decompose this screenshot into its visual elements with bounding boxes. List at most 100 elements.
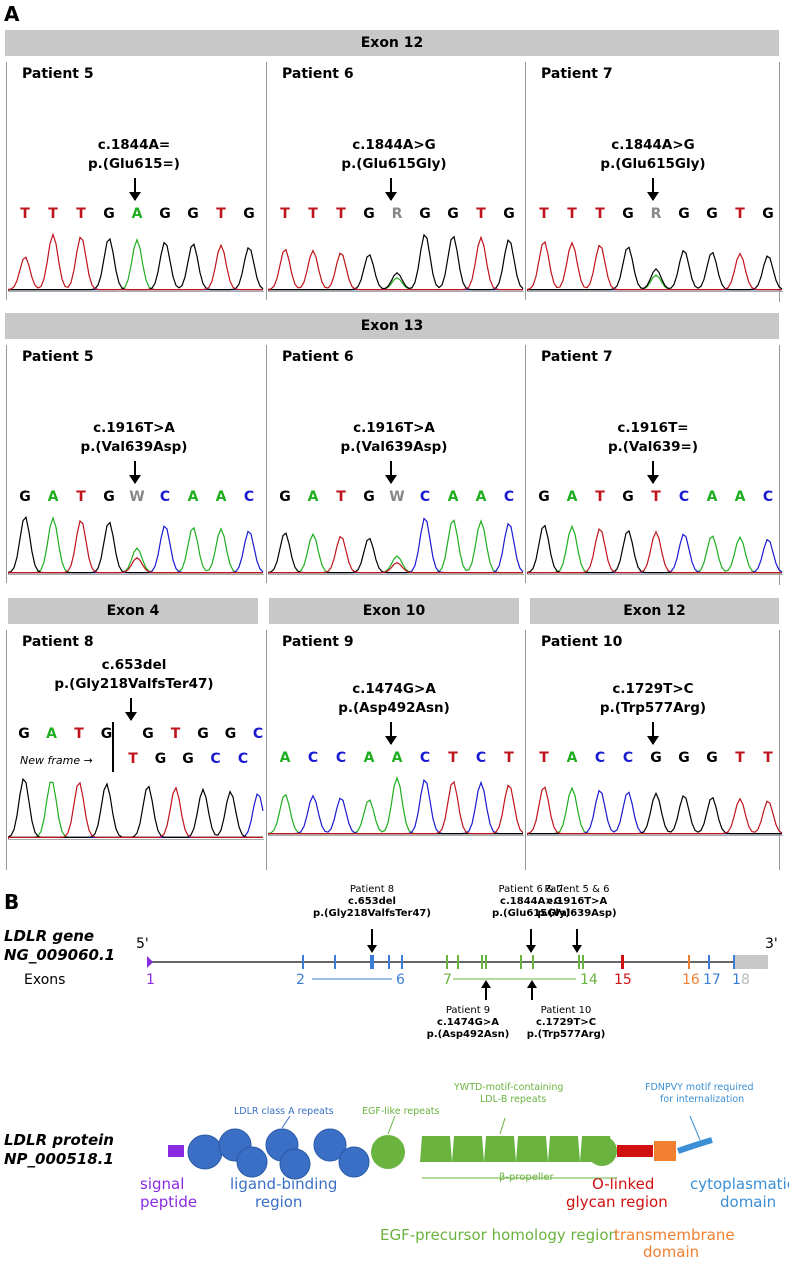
patient-label: Patient 5: [22, 66, 94, 82]
mutation-protein: p.(Val639=): [607, 439, 699, 455]
cell-divider: [525, 630, 526, 870]
base-call: C: [335, 750, 347, 766]
base-call: T: [539, 206, 549, 222]
mutation-cdna: c.1729T>C: [612, 681, 694, 697]
base-call: G: [243, 206, 255, 222]
base-call: G: [182, 751, 194, 767]
base-call: A: [566, 489, 578, 505]
five-prime-label: 5': [136, 936, 149, 952]
base-call: G: [103, 489, 115, 505]
annotation-internalization: for internalization: [660, 1094, 745, 1105]
exon-number: 2: [296, 972, 305, 988]
base-call: T: [216, 206, 226, 222]
base-call: T: [74, 726, 84, 742]
down-arrow-icon: [647, 461, 659, 484]
base-call: T: [651, 489, 661, 505]
transmembrane-label-2: domain: [643, 1243, 700, 1261]
base-call: C: [159, 489, 171, 505]
mutation-cdna: c.1844A>G: [611, 137, 695, 153]
mutation-cdna: c.653del: [101, 657, 167, 673]
base-call: G: [447, 206, 459, 222]
exon-header: Exon 12: [5, 30, 779, 56]
mutation-protein: p.(Trp577Arg): [599, 700, 707, 716]
cytoplasmatic-label-2: domain: [720, 1193, 777, 1211]
cell-divider: [266, 630, 267, 870]
base-call: A: [307, 489, 319, 505]
mutation-cdna: c.1916T=: [617, 420, 689, 436]
down-arrow-icon: [647, 722, 659, 745]
annotation-cdna: c.1729T>C: [535, 1017, 597, 1028]
base-call: W: [389, 489, 405, 505]
base-call: G: [142, 726, 154, 742]
base-call: T: [595, 206, 605, 222]
exon-number: 14: [580, 972, 598, 988]
base-call: T: [448, 750, 458, 766]
cell-divider: [779, 62, 780, 302]
base-call: A: [566, 750, 578, 766]
chromatogram-trace: [8, 232, 264, 292]
exon-header: Exon 4: [8, 598, 258, 624]
base-call: G: [678, 750, 690, 766]
mutation-protein: p.(Glu615=): [88, 156, 180, 172]
down-arrow-icon: [385, 461, 397, 484]
base-call: G: [678, 206, 690, 222]
base-call: T: [336, 206, 346, 222]
cell-divider: [6, 345, 7, 583]
base-call: G: [419, 206, 431, 222]
chromatogram-trace: [527, 524, 783, 575]
base-call: T: [504, 750, 514, 766]
chromatogram-trace: [527, 786, 783, 836]
base-call: C: [503, 489, 515, 505]
annotation-protein: p.(Glu615Gly): [492, 908, 570, 919]
base-call: W: [129, 489, 145, 505]
mutation-protein: p.(Asp492Asn): [338, 700, 450, 716]
exon-number: 7: [443, 972, 452, 988]
base-call: G: [762, 206, 774, 222]
base-call: G: [363, 489, 375, 505]
exon-number: 6: [396, 972, 405, 988]
exon-header: Exon 12: [530, 598, 779, 624]
base-call: C: [210, 751, 221, 767]
base-call: G: [224, 726, 237, 742]
exon-number: 15: [614, 972, 632, 988]
o-linked-label: O-linked: [592, 1175, 655, 1193]
panel-a-label: A: [4, 2, 20, 26]
base-call: A: [215, 489, 227, 505]
base-call: G: [103, 206, 115, 222]
base-call: A: [131, 206, 143, 222]
annotation-egf: EGF-like repeats: [362, 1106, 440, 1117]
base-call: C: [237, 751, 249, 767]
base-call: T: [128, 751, 138, 767]
down-arrow-icon: [385, 722, 397, 745]
annotation-cdna: c.1844A>G: [500, 896, 562, 907]
down-arrow-icon: [129, 178, 141, 201]
exons-label: Exons: [24, 972, 66, 988]
base-call: T: [308, 206, 318, 222]
base-call: G: [100, 726, 113, 742]
base-call: T: [735, 750, 745, 766]
base-call: C: [475, 750, 487, 766]
base-call: G: [279, 489, 291, 505]
base-call: A: [363, 750, 375, 766]
base-call: T: [170, 726, 181, 742]
exon-number: 1: [146, 972, 155, 988]
base-call: A: [447, 489, 459, 505]
annotation-protein: p.(Val639Asp): [537, 908, 617, 919]
annotation-patient: Patient 5 & 6: [544, 884, 610, 895]
mutation-cdna: c.1844A=: [97, 137, 171, 153]
base-call: C: [307, 750, 319, 766]
mutation-protein: p.(Glu615Gly): [341, 156, 447, 172]
base-call: C: [243, 489, 255, 505]
exon-number: 1: [732, 972, 741, 988]
annotation-class-a: LDLR class A repeats: [234, 1106, 334, 1117]
